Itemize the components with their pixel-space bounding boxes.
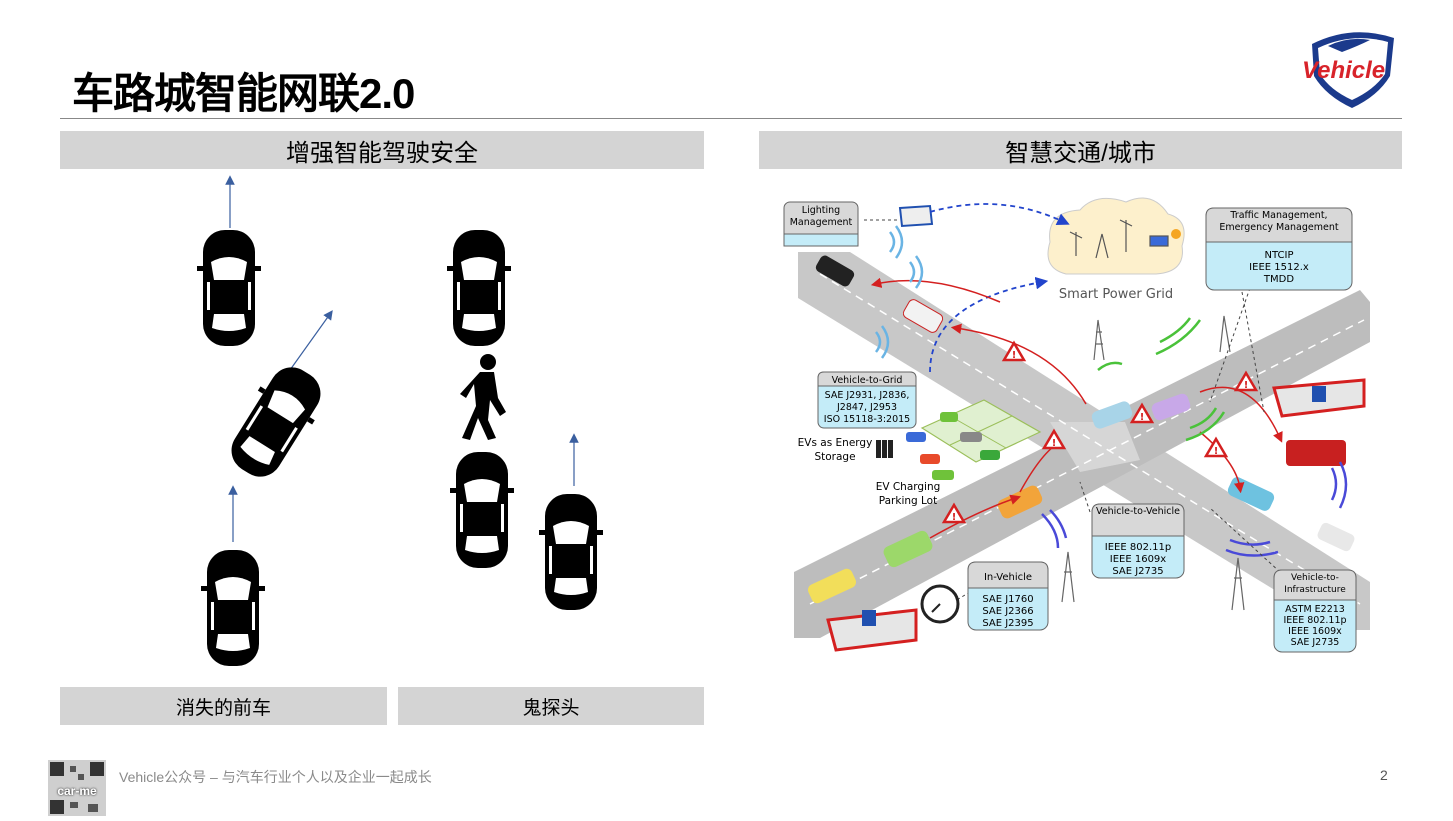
logo-text: Vehicle <box>1302 57 1385 84</box>
svg-text:SAE J2395: SAE J2395 <box>982 618 1033 629</box>
wireless-waves-purple <box>1041 461 1348 557</box>
svg-text:IEEE 802.11p: IEEE 802.11p <box>1283 615 1346 626</box>
lighting-management-callout: Lighting Management <box>783 201 859 247</box>
traffic-management-callout: Traffic Management, Emergency Management… <box>1205 207 1353 291</box>
speedometer-icon <box>920 584 960 624</box>
slide-title: 车路城智能网联2.0 <box>72 70 415 117</box>
parked-car-top <box>447 230 511 346</box>
svg-text:ISO 15118-3:2015: ISO 15118-3:2015 <box>824 414 910 425</box>
ev-storage-label: EVs as Energy Storage <box>797 437 873 463</box>
lane-changing-car <box>218 355 334 489</box>
caption-ghost-probe: 鬼探头 <box>398 687 704 725</box>
svg-text:IEEE 1609x: IEEE 1609x <box>1110 554 1167 565</box>
svg-text:J2847, J2953: J2847, J2953 <box>836 402 897 413</box>
vehicle-logo: Vehicle <box>1302 32 1394 109</box>
svg-text:In-Vehicle: In-Vehicle <box>984 572 1032 583</box>
svg-text:IEEE 1512.x: IEEE 1512.x <box>1249 262 1309 273</box>
title-divider <box>60 118 1402 119</box>
following-car <box>201 550 265 666</box>
vehicle-to-infrastructure-callout: Vehicle-to-Infrastructure ASTM E2213 IEE… <box>1273 569 1357 653</box>
svg-text:IEEE 1609x: IEEE 1609x <box>1288 626 1342 637</box>
left-panel-header: 增强智能驾驶安全 <box>60 131 704 169</box>
wireless-waves-green <box>1097 317 1226 442</box>
vehicle-to-grid-callout: Vehicle-to-Grid SAE J2931, J2836, J2847,… <box>817 371 917 429</box>
page-number: 2 <box>1380 767 1388 783</box>
in-vehicle-callout: In-Vehicle SAE J1760 SAE J2366 SAE J2395 <box>967 561 1049 631</box>
parked-car-bottom <box>450 452 514 568</box>
front-car <box>197 230 261 346</box>
svg-text:TMDD: TMDD <box>1263 274 1294 285</box>
vehicle-to-vehicle-callout: Vehicle-to-Vehicle IEEE 802.11p IEEE 160… <box>1091 503 1185 579</box>
smart-city-diagram: ! <box>783 197 1370 653</box>
caption-disappearing-car: 消失的前车 <box>60 687 387 725</box>
svg-text:SAE J1760: SAE J1760 <box>982 594 1033 605</box>
battery-icon <box>876 440 893 458</box>
smart-grid-label: Smart Power Grid <box>1059 287 1173 302</box>
approaching-car <box>539 494 603 610</box>
svg-text:SAE J2735: SAE J2735 <box>1112 566 1163 577</box>
right-panel-header: 智慧交通/城市 <box>759 131 1402 169</box>
svg-text:Vehicle-to-Grid: Vehicle-to-Grid <box>832 375 903 386</box>
footer-text: Vehicle公众号 – 与汽车行业个人以及企业一起成长 <box>119 769 432 785</box>
svg-text:SAE J2735: SAE J2735 <box>1291 637 1340 648</box>
pedestrian-icon <box>460 354 506 440</box>
ev-parking-label: EV Charging Parking Lot <box>875 481 941 507</box>
svg-text:SAE J2931, J2836,: SAE J2931, J2836, <box>825 390 910 401</box>
svg-text:NTCIP: NTCIP <box>1265 250 1294 261</box>
qr-code-image: car-me <box>48 760 106 816</box>
svg-text:SAE J2366: SAE J2366 <box>982 606 1033 617</box>
svg-text:IEEE 802.11p: IEEE 802.11p <box>1105 542 1171 553</box>
city-vehicles <box>807 255 1355 604</box>
safety-scenarios-illustration <box>197 175 603 666</box>
svg-text:ASTM E2213: ASTM E2213 <box>1285 604 1345 615</box>
wireless-waves-blue <box>874 225 924 359</box>
